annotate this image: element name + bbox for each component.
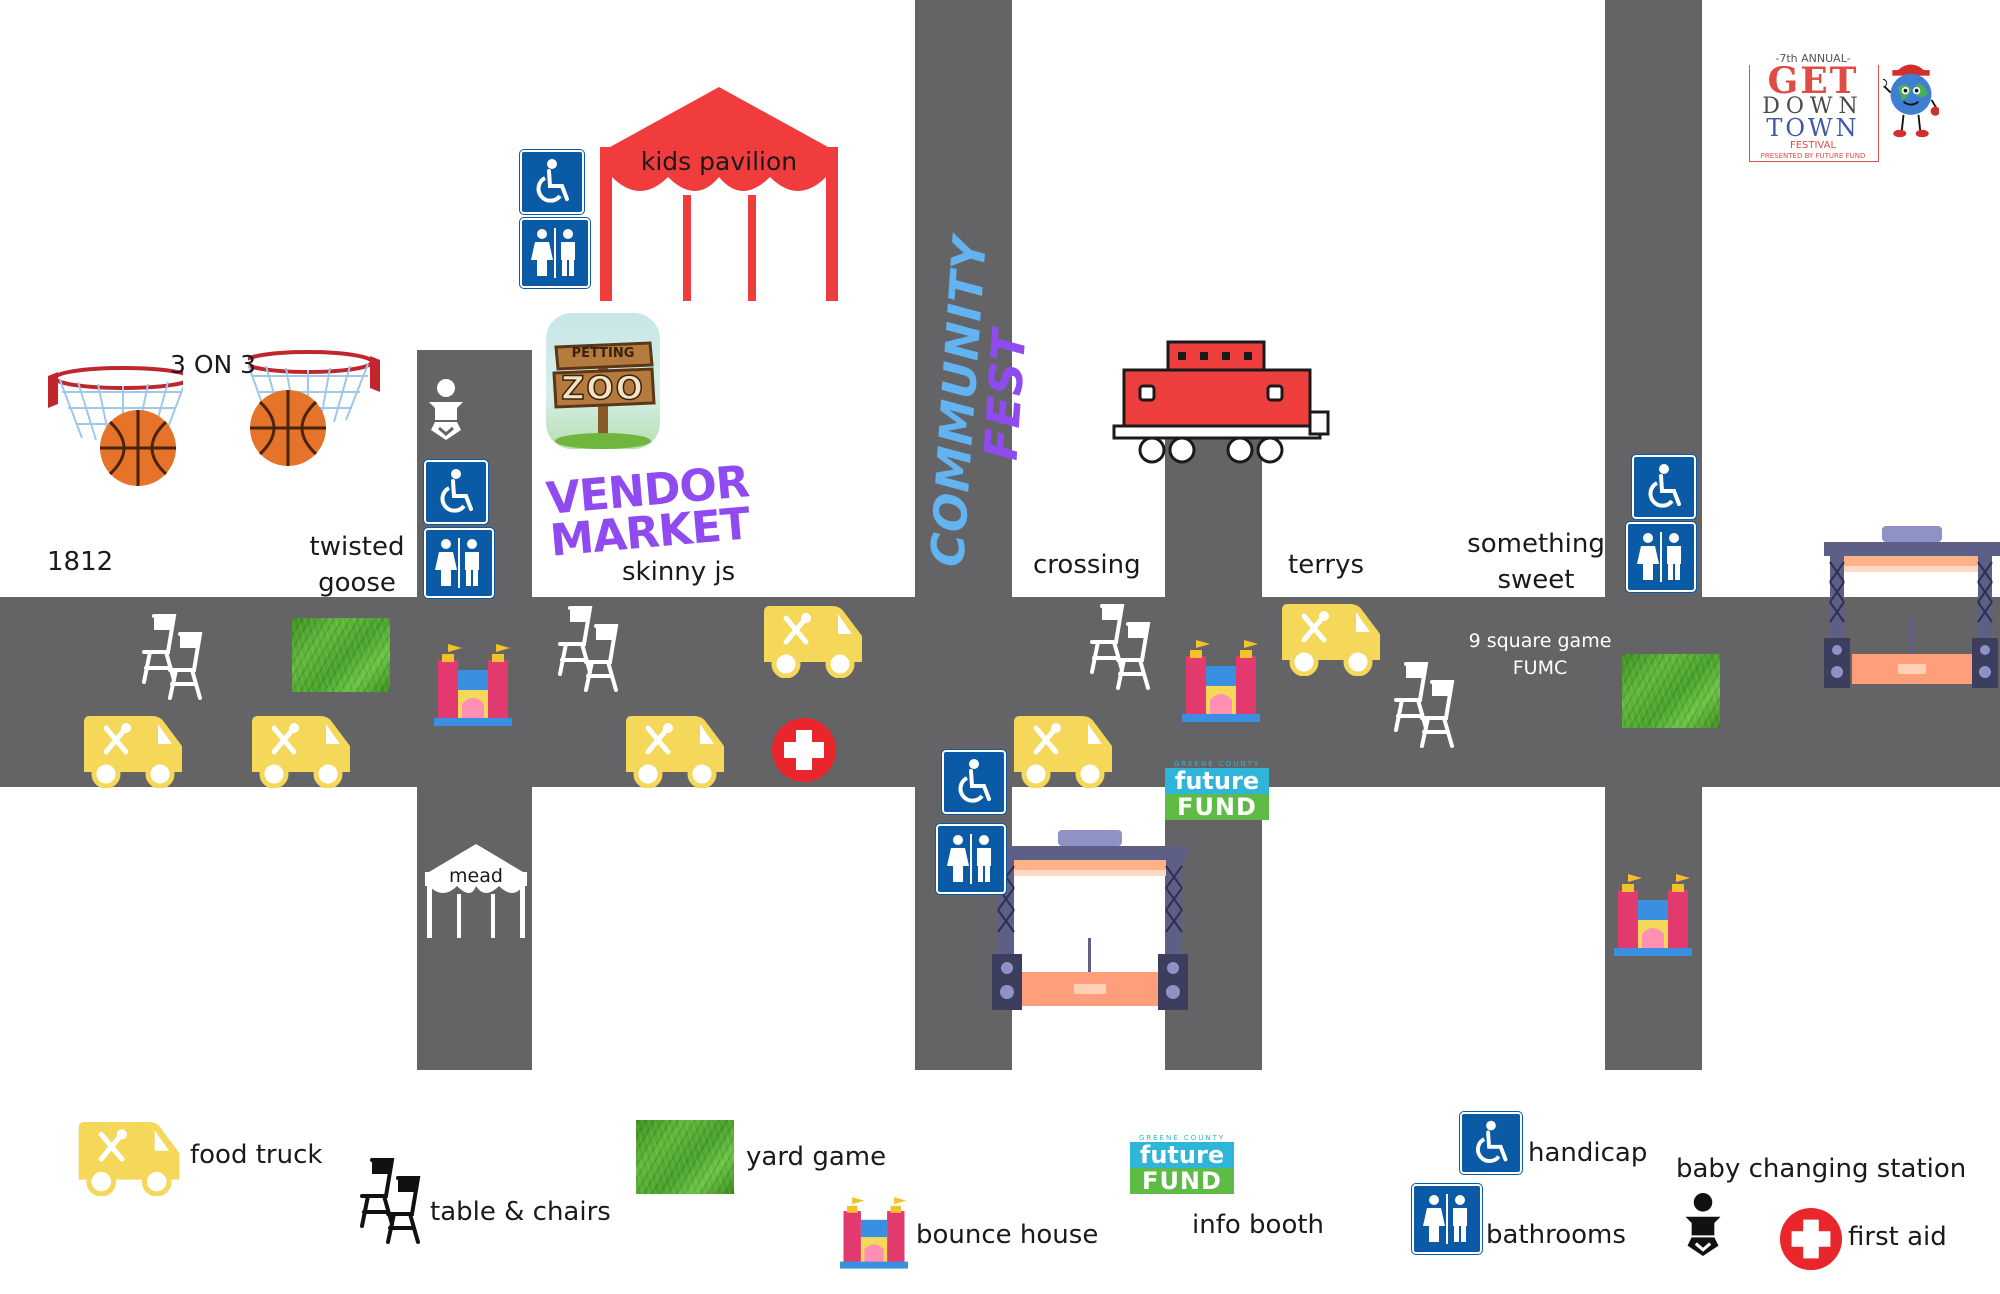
future-top-text: GREENE COUNTY xyxy=(1173,760,1261,768)
food-truck-icon xyxy=(760,604,866,678)
legend: food truck table & chairs yard game boun… xyxy=(0,1080,2000,1294)
bathroom-icon xyxy=(1411,1183,1483,1255)
legend-food-truck-label: food truck xyxy=(190,1140,323,1170)
baby-icon xyxy=(1680,1192,1726,1258)
bathroom-icon xyxy=(519,217,591,289)
chairs-icon xyxy=(556,604,630,692)
yard-game-icon xyxy=(636,1120,734,1194)
legend-bounce-house-label: bounce house xyxy=(916,1220,1099,1250)
basketball-hoop-icon-2 xyxy=(248,348,380,468)
train-icon xyxy=(1108,340,1330,466)
handicap-icon xyxy=(1631,454,1697,520)
stage-icon xyxy=(1822,522,2000,690)
legend-handicap-label: handicap xyxy=(1528,1138,1648,1168)
food-truck-icon xyxy=(74,1120,184,1196)
community-fest-sign: COMMUNITY FEST xyxy=(920,234,1039,572)
bounce-house-icon xyxy=(840,1192,908,1272)
food-truck-icon xyxy=(1278,602,1384,676)
label-crossing: crossing xyxy=(1033,550,1141,580)
food-truck-icon xyxy=(248,714,354,788)
logo-get-text: GET xyxy=(1767,60,1859,102)
food-truck-icon xyxy=(80,714,186,788)
handicap-icon xyxy=(423,459,489,525)
petting-zoo-sign: PETTING ZOO xyxy=(546,313,660,449)
logo-town-text: TOWN xyxy=(1766,114,1860,142)
label-something: something xyxy=(1467,529,1605,559)
label-terrys: terrys xyxy=(1288,550,1365,580)
fund-text: FUND xyxy=(1165,794,1269,820)
handicap-icon xyxy=(1459,1111,1523,1175)
label-nine-square: 9 square game xyxy=(1468,630,1612,652)
handicap-icon xyxy=(519,149,585,215)
bounce-house-icon xyxy=(1614,872,1692,956)
future-text: future xyxy=(1165,768,1269,794)
label-goose: goose xyxy=(318,568,396,598)
legend-fund-text: FUND xyxy=(1130,1168,1234,1194)
logo-top-text: -7th ANNUAL- xyxy=(1745,52,1881,65)
label-twisted: twisted xyxy=(309,532,405,562)
bounce-house-icon xyxy=(434,642,512,726)
petting-text: PETTING xyxy=(571,346,635,361)
bathroom-icon xyxy=(1625,521,1697,593)
food-truck-icon xyxy=(1010,714,1116,788)
zoo-text: ZOO xyxy=(560,368,645,408)
chairs-icon xyxy=(140,612,214,700)
kids-pavilion-tent-icon xyxy=(598,85,840,301)
label-skinny-js: skinny js xyxy=(622,557,736,587)
chairs-icon xyxy=(358,1156,432,1244)
food-truck-icon xyxy=(622,714,728,788)
legend-bathrooms-label: bathrooms xyxy=(1486,1220,1626,1250)
label-sweet: sweet xyxy=(1497,565,1575,595)
bounce-house-icon xyxy=(1182,638,1260,722)
info-booth-icon: GREENE COUNTY future FUND xyxy=(1165,760,1269,824)
legend-future-text: future xyxy=(1130,1142,1234,1168)
chairs-icon xyxy=(1088,602,1162,690)
legend-baby-changing-label: baby changing station xyxy=(1676,1154,1967,1184)
logo-down-text: DOWN xyxy=(1762,94,1864,119)
logo-festival-text: FESTIVAL xyxy=(1789,140,1837,151)
globe-mascot-icon xyxy=(1883,64,1939,138)
label-mead: mead xyxy=(449,865,503,887)
baby-icon xyxy=(425,378,467,442)
legend-yard-game-label: yard game xyxy=(746,1142,887,1172)
logo-presented-text: PRESENTED BY FUTURE FUND xyxy=(1760,152,1866,160)
first-aid-icon xyxy=(1778,1206,1844,1272)
legend-future-top-text: GREENE COUNTY xyxy=(1138,1134,1226,1142)
first-aid-icon xyxy=(770,716,838,784)
chairs-icon xyxy=(1392,660,1466,748)
legend-first-aid-label: first aid xyxy=(1848,1222,1947,1252)
info-booth-icon: GREENE COUNTY future FUND xyxy=(1130,1134,1234,1198)
yard-game-icon xyxy=(1622,654,1720,728)
vendor-market-sign: VENDOR MARKET xyxy=(544,456,754,566)
bathroom-icon xyxy=(423,527,495,599)
tent-icon xyxy=(423,842,529,938)
label-fumc: FUMC xyxy=(1512,657,1568,679)
kids-pavilion-label: kids pavilion xyxy=(640,147,798,176)
festival-logo: -7th ANNUAL- GET DOWN TOWN FESTIVAL PRES… xyxy=(1745,52,1945,162)
bathroom-icon xyxy=(935,823,1007,895)
legend-table-chairs-label: table & chairs xyxy=(430,1197,611,1227)
stage-icon-center xyxy=(990,826,1190,1012)
three-on-three-label: 3 ON 3 xyxy=(170,350,257,379)
yard-game-icon xyxy=(292,618,390,692)
legend-info-booth-label: info booth xyxy=(1192,1210,1325,1240)
basketball-hoop-icon xyxy=(48,362,183,490)
label-1812: 1812 xyxy=(47,547,114,577)
handicap-icon xyxy=(941,749,1007,815)
